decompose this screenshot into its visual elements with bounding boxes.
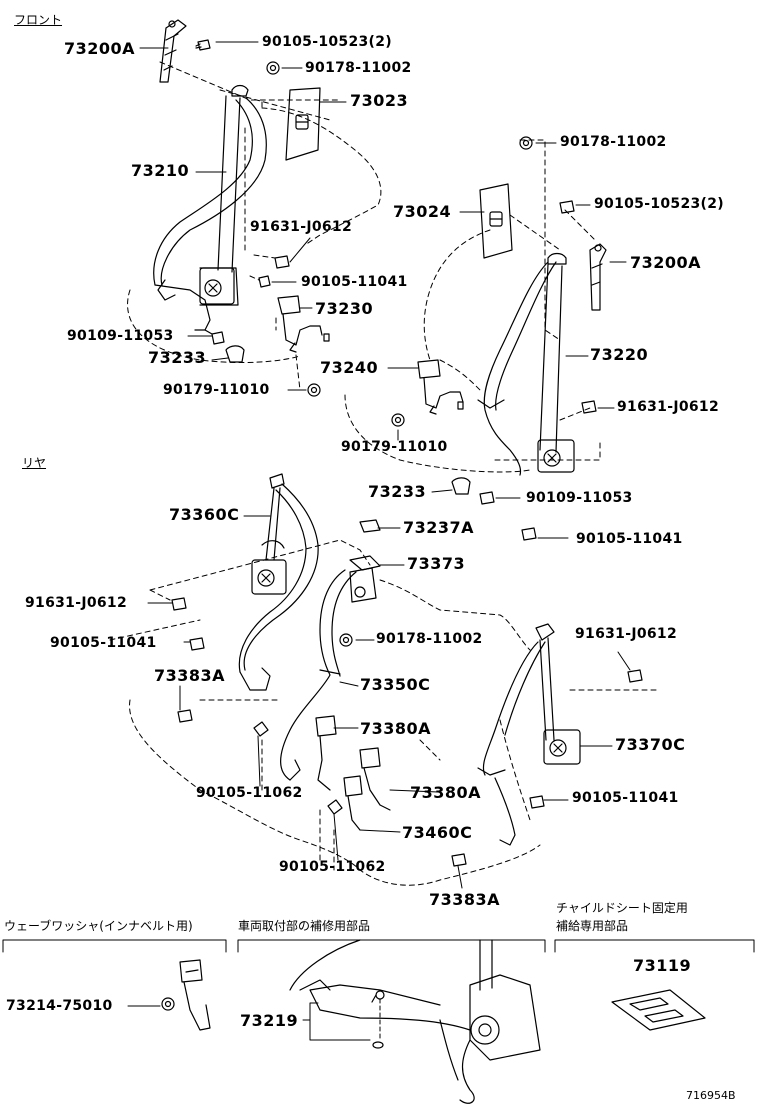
rear-seat-outline: [109, 539, 661, 886]
part-label-73219: 73219: [240, 1011, 299, 1030]
part-label-73230: 73230: [315, 299, 374, 318]
front-left-fasteners: [195, 39, 321, 397]
rear-center-buckle-73237A: [359, 519, 381, 533]
part-label-73373: 73373: [407, 554, 466, 573]
part-label-90105-11041-d: 90105-11041: [572, 790, 679, 806]
part-label-73023: 73023: [350, 91, 409, 110]
part-label-73200A-b: 73200A: [630, 253, 702, 272]
front-left-anchor-73200A: [159, 19, 187, 83]
part-label-91631-J0612-d: 91631-J0612: [575, 626, 677, 642]
front-right-leaders: [387, 142, 627, 539]
rear-fasteners: [171, 597, 643, 867]
part-label-90179-11010-b: 90179-11010: [341, 439, 448, 455]
section-rear-title: リヤ: [22, 456, 47, 470]
part-label-73119: 73119: [633, 956, 692, 975]
part-label-73370C: 73370C: [615, 735, 686, 754]
part-label-90178-11002-a: 90178-11002: [305, 60, 412, 76]
section-front-title: フロント: [14, 13, 63, 27]
part-label-73233-a: 73233: [148, 348, 207, 367]
part-label-91631-J0612-b: 91631-J0612: [617, 399, 719, 415]
part-label-91631-J0612-a: 91631-J0612: [250, 219, 352, 235]
rear-left-retractor-73360C: [238, 473, 319, 691]
part-label-73380A-b: 73380A: [410, 783, 482, 802]
part-label-73460C: 73460C: [402, 823, 473, 842]
front-right-anchor-73200A: [589, 243, 607, 311]
front-right-fasteners: [391, 136, 597, 541]
front-left-leaders: [139, 41, 347, 391]
front-right-seat-outline: [344, 139, 601, 473]
part-label-90105-11041-a: 90105-11041: [301, 274, 408, 290]
section-child-seat-title-1: チャイルドシート固定用: [556, 901, 688, 915]
front-right-buckle-73240: [417, 359, 464, 415]
part-label-73200A-front: 73200A: [64, 39, 136, 58]
part-label-73360C: 73360C: [169, 505, 240, 524]
part-label-91631-J0612-c: 91631-J0612: [25, 595, 127, 611]
front-left-dashed-refs: [244, 127, 309, 391]
part-label-90178-11002-c: 90178-11002: [376, 631, 483, 647]
rear-buckles-73380A: [315, 715, 391, 831]
front-left-cover-73023: [285, 87, 321, 161]
front-right-retractor-73220: [477, 252, 575, 476]
part-label-73240: 73240: [320, 358, 379, 377]
part-label-73214-75010: 73214-75010: [6, 998, 113, 1014]
part-label-90105-10523-a: 90105-10523(2): [262, 34, 392, 50]
section-body-repair-title: 車両取付部の補修用部品: [238, 919, 371, 933]
rear-leaders: [147, 515, 631, 889]
part-label-90178-11002-b: 90178-11002: [560, 134, 667, 150]
part-label-73350C: 73350C: [360, 675, 431, 694]
bottom-panel-brackets: [2, 939, 755, 953]
part-label-90109-11053-b: 90109-11053: [526, 490, 633, 506]
rear-center-retractor-73350C: [280, 555, 381, 781]
front-left-retractor: [153, 84, 267, 331]
child-seat-plate-illustration: [611, 989, 706, 1031]
part-label-90105-10523-b: 90105-10523(2): [594, 196, 724, 212]
wave-washer-illustration: [127, 959, 211, 1031]
rear-right-retractor-73370C: [477, 623, 581, 846]
part-label-90105-11041-b: 90105-11041: [576, 531, 683, 547]
part-label-73383A-b: 73383A: [429, 890, 501, 909]
front-left-buckle-73230: [277, 295, 330, 353]
part-label-90105-11062-b: 90105-11062: [279, 859, 386, 875]
section-child-seat-title-2: 補給専用部品: [556, 919, 629, 933]
front-left-seat-outline: [127, 61, 382, 364]
part-label-73383A-a: 73383A: [154, 666, 226, 685]
section-wave-washer-title: ウェーブワッシャ(インナベルト用): [4, 919, 193, 933]
part-label-73233-b: 73233: [368, 482, 427, 501]
part-label-73220: 73220: [590, 345, 649, 364]
diagram-reference-number: 716954B: [686, 1089, 736, 1102]
body-repair-illustration: [289, 939, 541, 1104]
part-label-73210: 73210: [131, 161, 190, 180]
part-label-73024: 73024: [393, 202, 452, 221]
part-label-90105-11062-a: 90105-11062: [196, 785, 303, 801]
part-label-73237A: 73237A: [403, 518, 475, 537]
part-label-90179-11010-a: 90179-11010: [163, 382, 270, 398]
part-label-90105-11041-c: 90105-11041: [50, 635, 157, 651]
part-label-90109-11053-a: 90109-11053: [67, 328, 174, 344]
part-label-73380A-a: 73380A: [360, 719, 432, 738]
front-right-cover-73024: [479, 183, 513, 259]
